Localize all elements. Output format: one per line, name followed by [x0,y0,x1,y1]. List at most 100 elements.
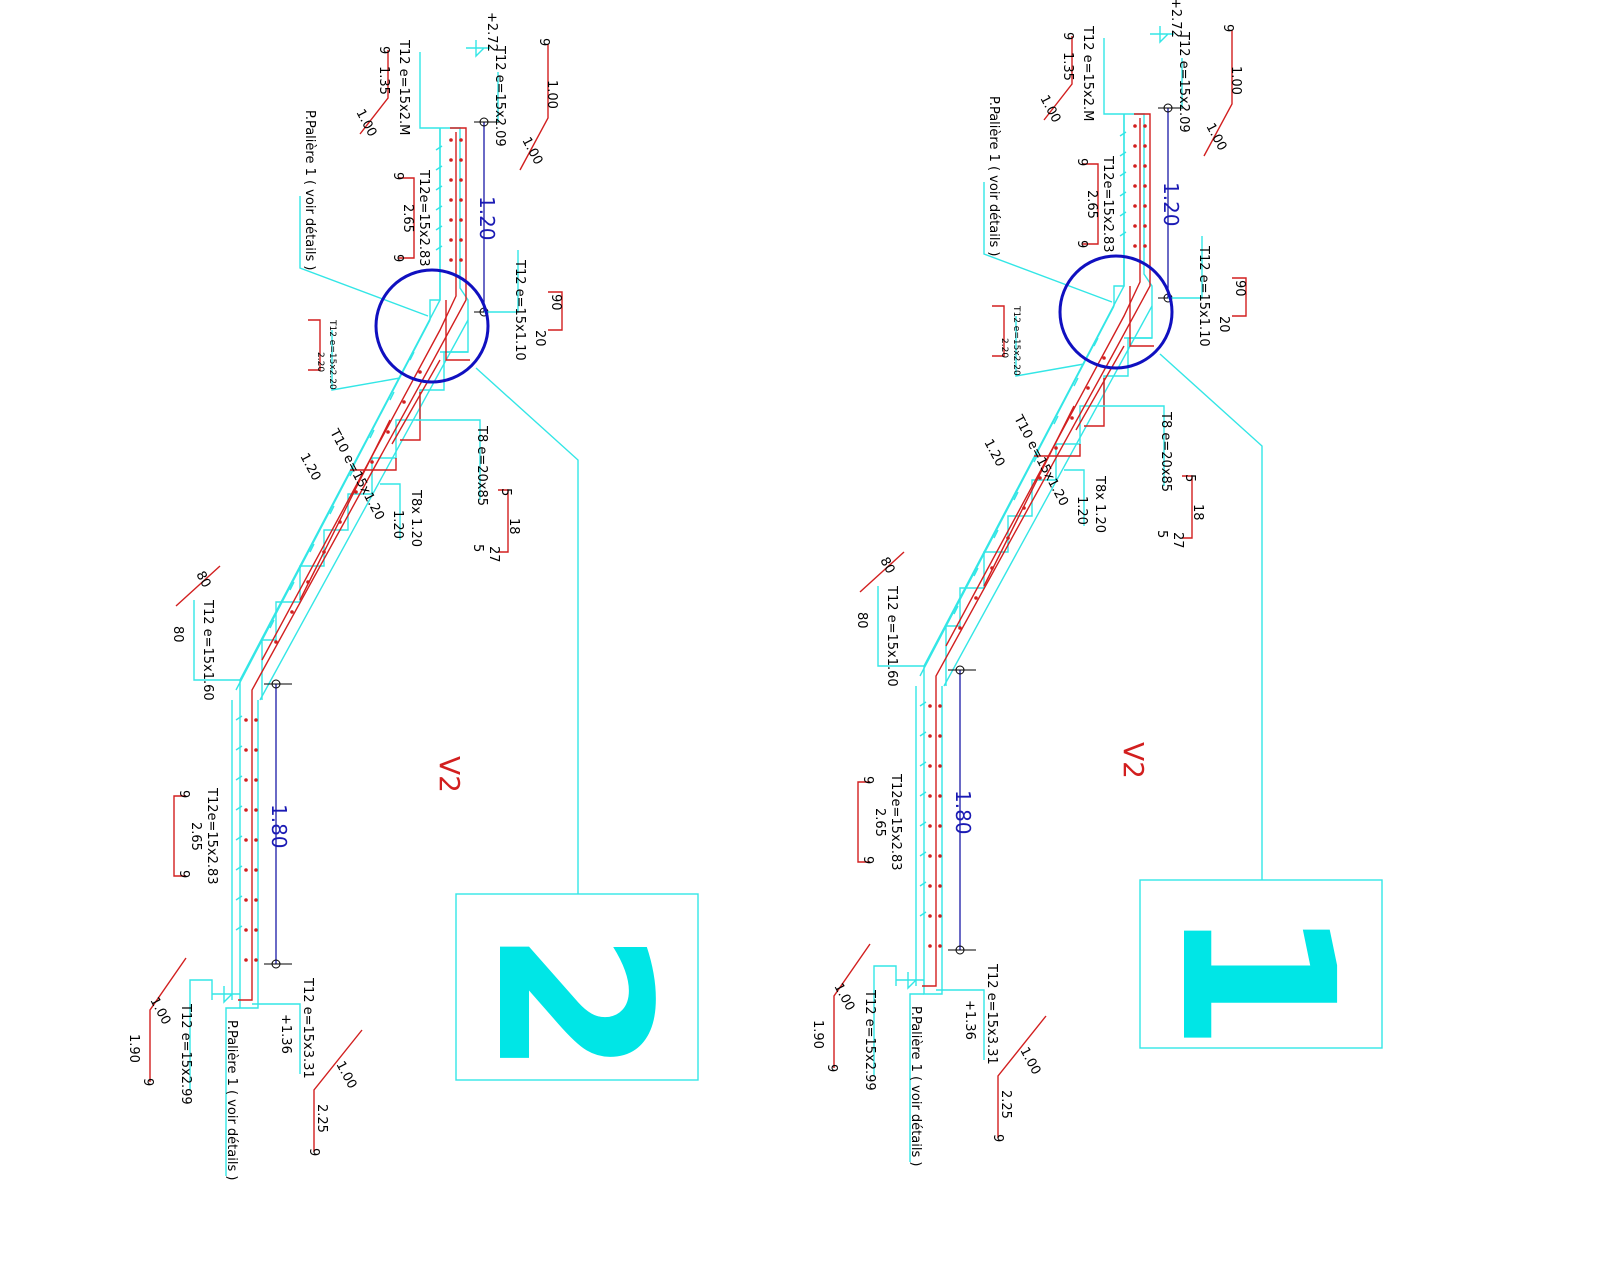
shape-dim: 5 [1154,530,1169,538]
bottom-elevation: +1.36 [962,1000,977,1040]
bar-callout: T12 e=15x1.10 [1196,245,1211,347]
shape-dim: 5 [498,488,513,496]
shape-dim: 1.20 [980,437,1007,470]
bar-callout: T12 e=15x2.99 [178,1003,193,1105]
shape-dim: 1.00 [544,80,559,109]
shape-dim: 2.20 [315,352,325,372]
detail-leader [475,367,579,894]
shape-dim: 27 [486,546,501,563]
shape-dim: 5 [470,544,485,552]
top-elevation: +2.72 [484,12,499,52]
view-number: 1 [1134,906,1379,1052]
bar-callout: T10 e=15x1.20 [1010,412,1071,509]
title-block-2 [455,893,699,1081]
top-elevation: +2.72 [1168,0,1183,38]
shape-dim: 9 [390,172,405,180]
view-number: 2 [450,930,695,1076]
shape-dim: 90 [1232,280,1247,297]
bar-callout: T12 e=15x2.M [396,39,411,135]
shape-dim: 9 [824,1064,839,1072]
shape-dim: 1.35 [1060,52,1075,81]
shape-dim: 2.65 [1084,190,1099,219]
landing-note-top: P.Palière 1 ( voir détails ) [986,96,1001,256]
shape-dim: 1.20 [296,451,323,484]
shape-dim: 27 [1170,532,1185,549]
shape-dim: 1.20 [1074,496,1089,525]
stair-view-1: 1 V2 1.20 1.80 +2.72 +1.36 P.Palière 1 (… [810,0,1383,1166]
bar-callout: T12 e=15x3.31 [984,963,999,1065]
bar-callout: T12e=15x2.83 [888,773,903,871]
bar-callout: T12 e=15x1.60 [884,585,899,687]
shape-dim: 18 [1190,504,1205,521]
shape-dim: 90 [548,294,563,311]
upper-landing-dim: 1.20 [475,196,499,241]
shape-dim: 1.35 [376,66,391,95]
bar-callout: T12e=15x2.83 [204,787,219,885]
shape-dim: 2.65 [872,808,887,837]
stair-view-2: 2 V2 1.20 1.80 +2.72 +1.36 P.Palière 1 (… [126,12,699,1180]
bar-callout: T12e=15x2.83 [1100,155,1115,253]
shape-dim: 9 [1074,158,1089,166]
bar-callout: T12e=15x2.83 [416,169,431,267]
bar-callout: T12 e=15x3.31 [300,977,315,1079]
bar-callout: T10 e=15x1.20 [326,426,387,523]
shape-dim: 2.25 [314,1104,329,1133]
shape-dim: 9 [1220,24,1235,32]
shape-dim: 2.25 [998,1090,1013,1119]
bar-callout: T12 e=15x2.99 [862,989,877,1091]
bottom-elevation: +1.36 [278,1014,293,1054]
shape-dim: 1.00 [1202,121,1229,154]
shape-dim: 9 [306,1148,321,1156]
bar-callout: T12 e=15x1.10 [512,259,527,361]
shape-dim: 1.20 [390,510,405,539]
shape-dim: 1.00 [518,135,545,168]
shape-dim: 9 [390,254,405,262]
flight-name: V2 [433,756,466,793]
shape-dim: 80 [192,569,213,591]
shape-dim: 9 [536,38,551,46]
shape-dim: 5 [1182,474,1197,482]
shape-dim: 80 [876,555,897,577]
upper-landing-dim: 1.20 [1159,182,1183,227]
landing-note-bottom: P.Palière 1 ( voir détails ) [908,1006,923,1166]
shape-dim: 1.00 [332,1059,359,1092]
shape-dim: 9 [860,856,875,864]
bar-callout: T12 e=15x2.20 [1011,305,1021,376]
shape-dim: 1.00 [1016,1045,1043,1078]
detail-circle [374,268,490,384]
shape-dim: 9 [860,776,875,784]
shape-dim: 2.65 [400,204,415,233]
bar-callout: T12 e=15x1.60 [200,599,215,701]
bar-callout: T8 e=20x85 [474,425,489,506]
shape-dim: 2.20 [999,338,1009,358]
bar-callout: T8x 1.20 [408,489,423,547]
landing-note-bottom: P.Palière 1 ( voir détails ) [224,1020,239,1180]
detail-leader [1159,353,1263,880]
bar-callout: T8x 1.20 [1092,475,1107,533]
shape-dim: 9 [376,46,391,54]
shape-dim: 1.00 [1228,66,1243,95]
shape-dim: 2.65 [188,822,203,851]
shape-dim: 9 [1074,240,1089,248]
shape-dim: 18 [506,518,521,535]
bar-callout: T12 e=15x2.20 [327,319,337,390]
detail-circle [1058,254,1174,370]
lower-landing-dim: 1.80 [951,790,975,835]
bar-callout: T8 e=20x85 [1158,411,1173,492]
flight-name: V2 [1117,742,1150,779]
shape-dim: 80 [854,612,869,629]
shape-dim: 1.90 [126,1034,141,1063]
shape-dim: 9 [176,790,191,798]
shape-dim: 1.90 [810,1020,825,1049]
shape-dim: 9 [140,1078,155,1086]
title-block-1 [1139,879,1383,1049]
shape-dim: 20 [1216,316,1231,333]
shape-dim: 20 [532,330,547,347]
shape-dim: 1.00 [1036,93,1063,126]
shape-dim: 9 [176,870,191,878]
bar-callout: T12 e=15x2.M [1080,25,1095,121]
bar-callout: T12 e=15x2.09 [1176,31,1191,133]
landing-note-top: P.Palière 1 ( voir détails ) [302,110,317,270]
lower-landing-dim: 1.80 [267,804,291,849]
